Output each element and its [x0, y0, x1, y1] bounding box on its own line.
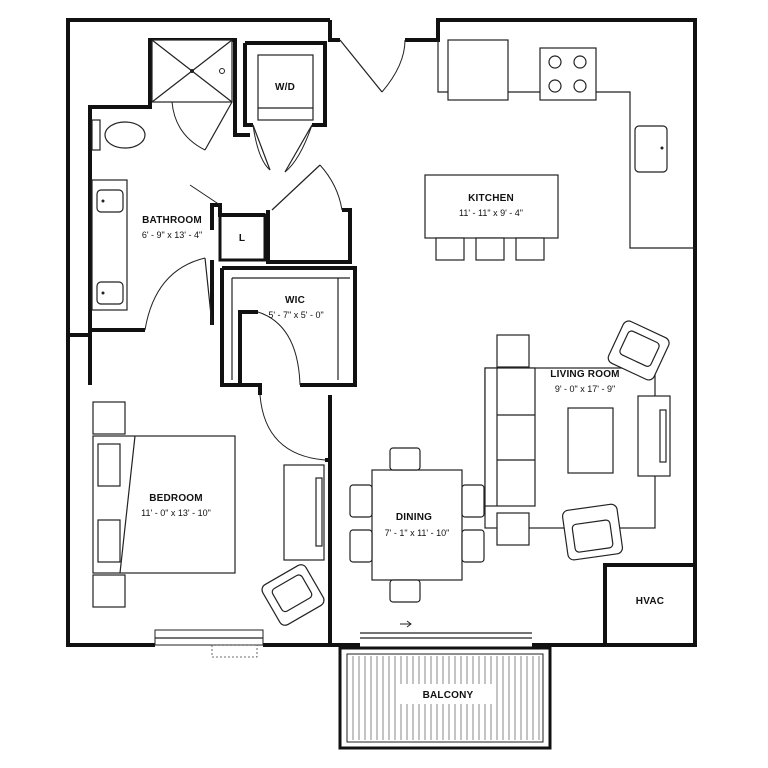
kitchen-island [424, 174, 559, 261]
linen-label: L [239, 233, 245, 244]
bedroom-door [259, 394, 326, 461]
dining-label: DINING [396, 512, 432, 523]
kitchen-dims: 11' - 11" x 9' - 4" [459, 208, 523, 218]
dining-set [349, 447, 485, 603]
vanity [91, 179, 128, 311]
hvac-label: HVAC [636, 596, 664, 607]
living-dims: 9' - 0" x 17' - 9" [555, 384, 615, 394]
living-furniture [484, 320, 671, 561]
linen-door [271, 164, 343, 211]
right-arrow-icon [400, 620, 412, 628]
shower [151, 39, 233, 151]
bedroom-label: BEDROOM [149, 493, 203, 504]
wd-label: W/D [275, 82, 295, 93]
toilet [91, 119, 146, 151]
living-label: LIVING ROOM [550, 369, 619, 380]
washer-dryer [252, 54, 314, 173]
outer-walls [66, 18, 697, 658]
wic-label: WIC [285, 295, 305, 306]
kitchen-label: KITCHEN [468, 193, 514, 204]
dining-dims: 7' - 1" x 11' - 10" [385, 528, 450, 538]
wic-door [257, 311, 301, 386]
bathroom-dims: 6' - 9" x 13' - 4" [142, 230, 202, 240]
interior-walls [68, 38, 695, 645]
bedroom-furniture [92, 401, 325, 626]
kitchen-counters [437, 39, 695, 249]
bathroom-door-top [189, 184, 221, 206]
bedroom-dims: 11' - 0" x 13' - 10" [141, 508, 211, 518]
wic-dims: 5' - 7" x 5' - 0" [268, 310, 323, 320]
wic-shelving [231, 277, 350, 380]
balcony-label: BALCONY [423, 690, 474, 701]
bathroom-door [144, 257, 213, 331]
entry-door [339, 39, 406, 93]
bathroom-label: BATHROOM [142, 215, 202, 226]
